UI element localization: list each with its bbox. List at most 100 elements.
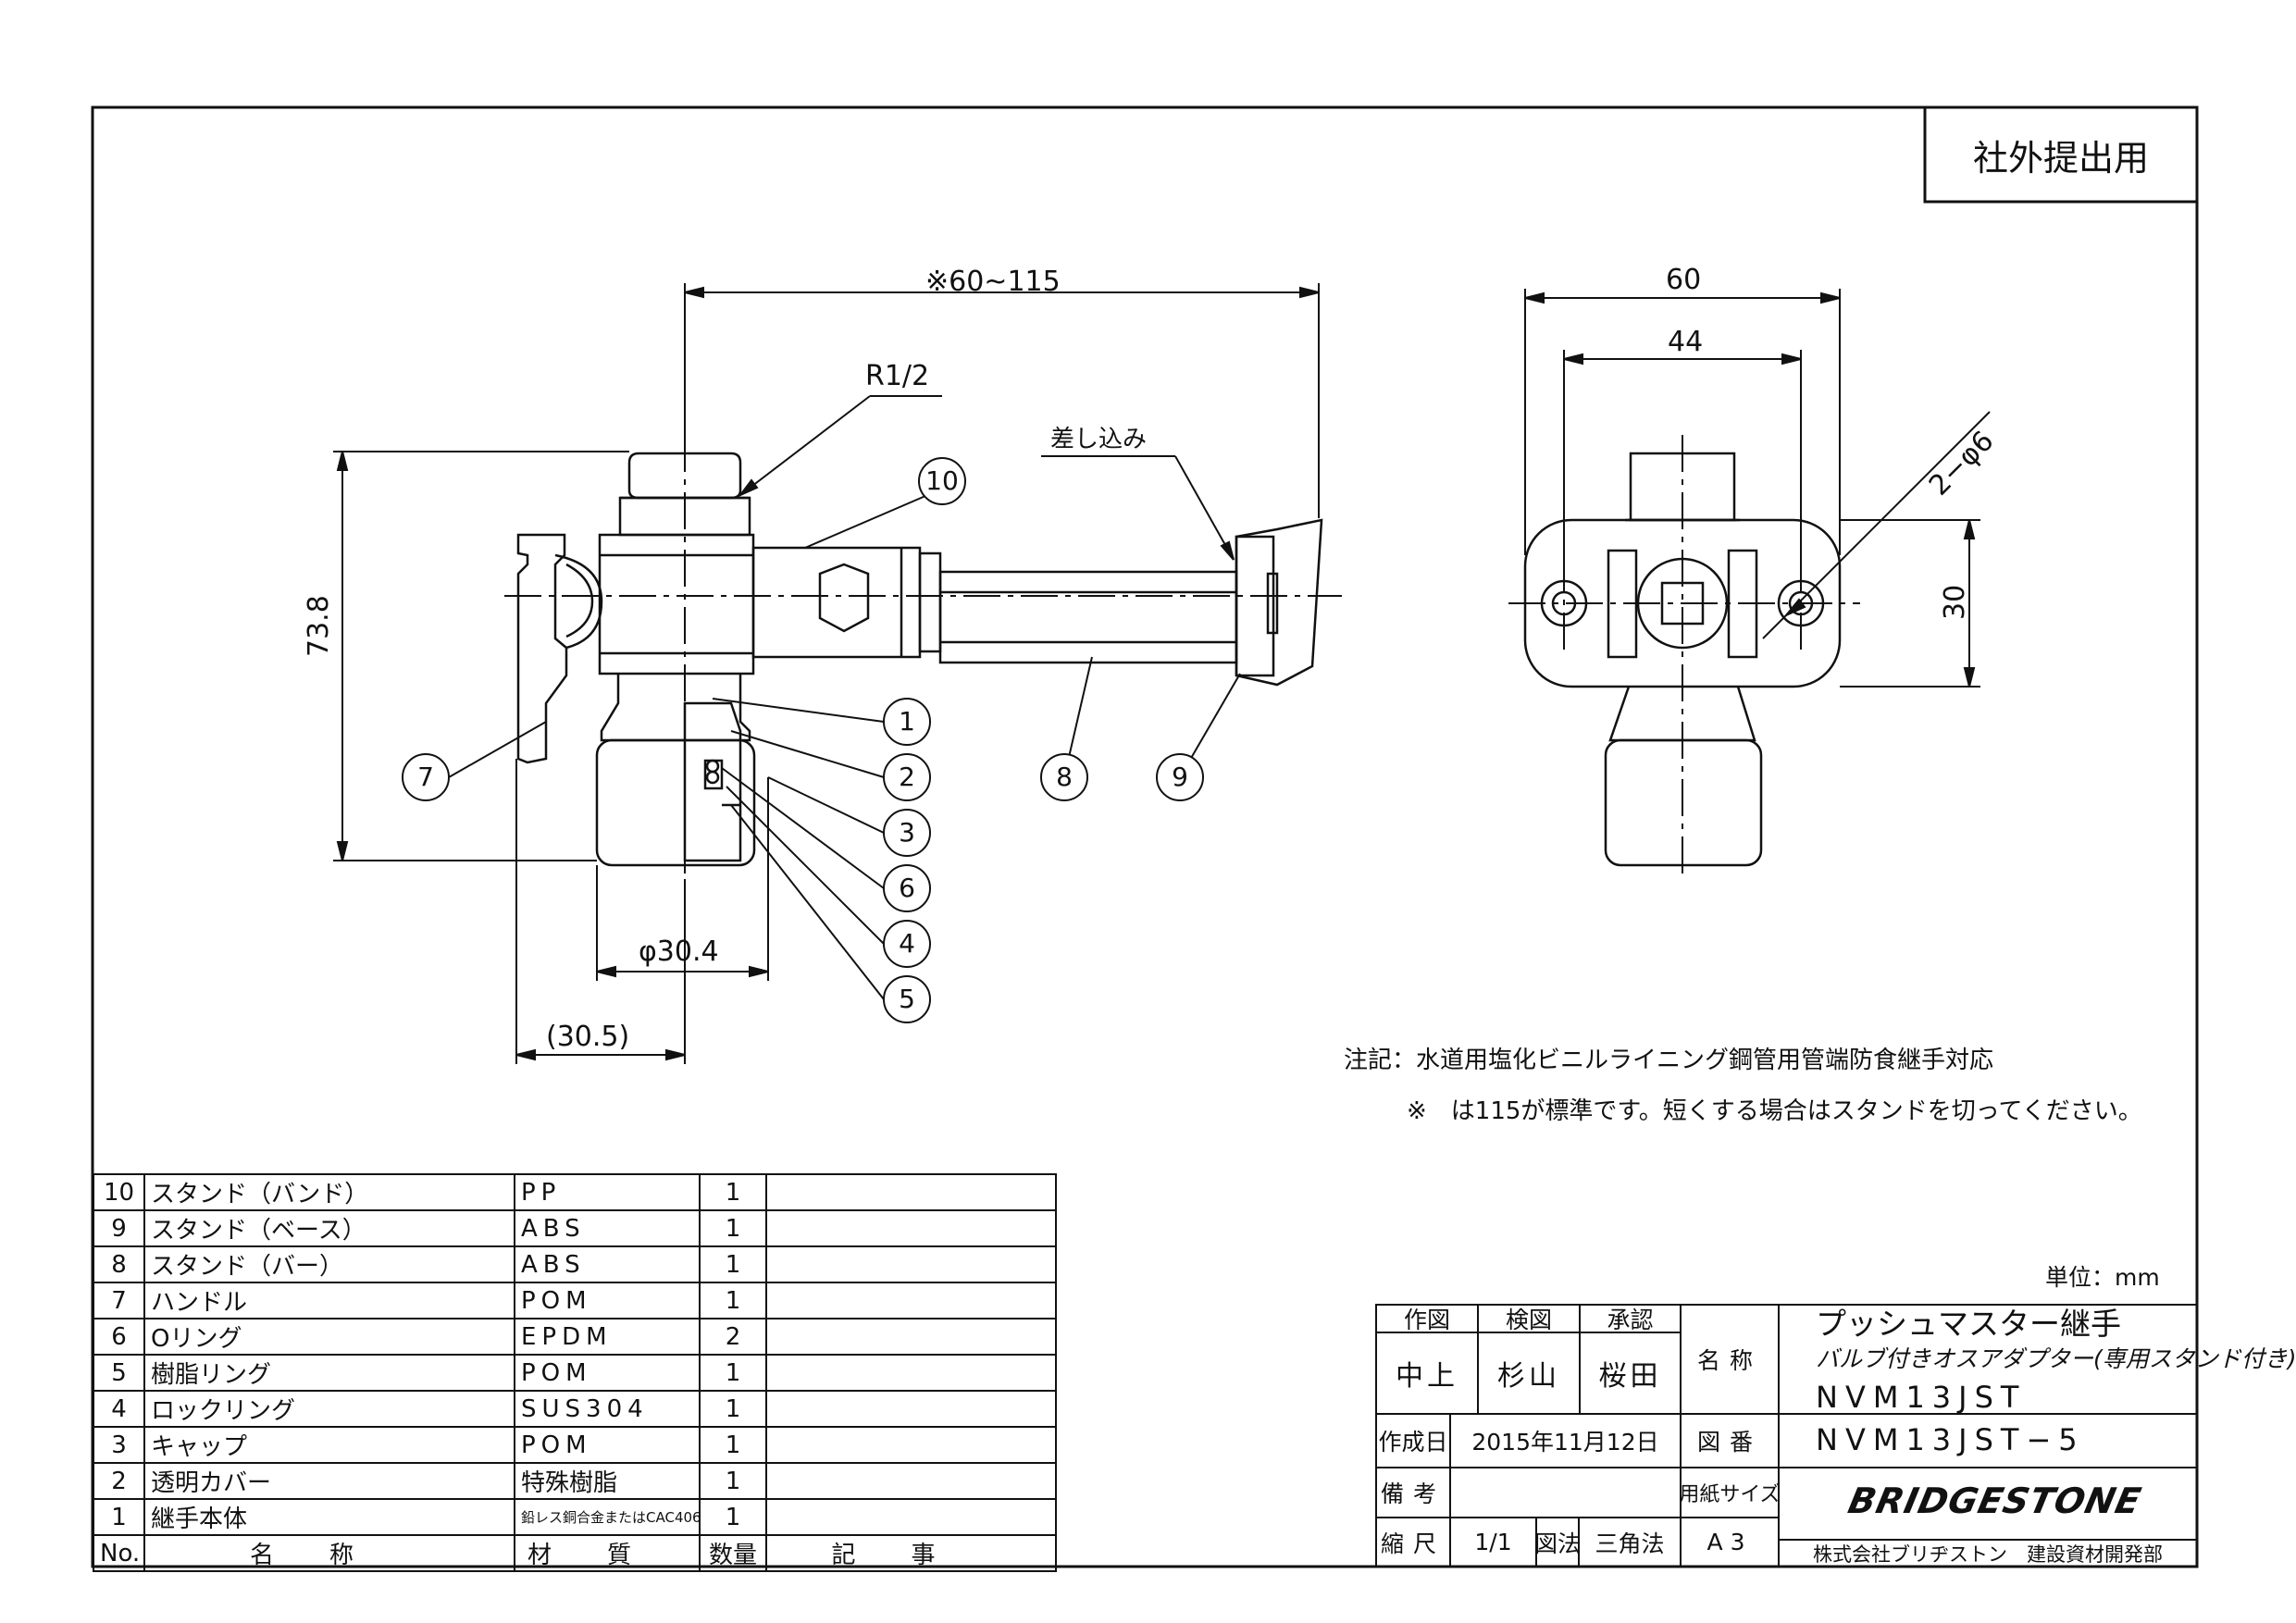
table-row: 10 スタンド（バンド） PP 1 — [93, 1173, 1057, 1211]
balloon-10: 10 — [925, 465, 959, 496]
tb-drawing-no-label: 図番 — [1696, 1429, 1762, 1456]
stamp-box — [1923, 105, 2199, 204]
part-material: POM — [514, 1426, 701, 1464]
part-remarks — [765, 1426, 1057, 1464]
part-no: 1 — [93, 1498, 145, 1536]
table-row: 9 スタンド（ベース） ABS 1 — [93, 1209, 1057, 1247]
balloon-4: 4 — [899, 928, 915, 959]
dim-hole-pitch: 44 — [1668, 326, 1704, 358]
balloon-1: 1 — [899, 706, 915, 737]
part-no: 5 — [93, 1354, 145, 1392]
balloon-8: 8 — [1056, 762, 1073, 792]
tb-approved-label: 承認 — [1607, 1307, 1654, 1333]
part-remarks — [765, 1245, 1057, 1283]
part-name: スタンド（バー） — [143, 1245, 515, 1283]
part-material: EPDM — [514, 1318, 701, 1356]
part-name: スタンド（ベース） — [143, 1209, 515, 1247]
tb-projection: 三角法 — [1595, 1530, 1665, 1557]
part-qty: 1 — [699, 1462, 767, 1500]
dim-depth: 30 — [1939, 584, 1971, 620]
table-row: 2 透明カバー 特殊樹脂 1 — [93, 1462, 1057, 1500]
tb-date-label: 作成日 — [1378, 1429, 1448, 1456]
part-name: Oリング — [143, 1318, 515, 1356]
balloon-2-circle — [883, 753, 931, 801]
dim-insert: 差し込み — [1050, 426, 1148, 453]
part-no: 8 — [93, 1245, 145, 1283]
part-name: スタンド（バンド） — [143, 1173, 515, 1211]
part-name: 継手本体 — [143, 1498, 515, 1536]
part-remarks — [765, 1390, 1057, 1428]
part-name: 透明カバー — [143, 1462, 515, 1500]
balloon-1-circle — [883, 698, 931, 746]
balloon-3-circle — [883, 809, 931, 857]
part-qty: 1 — [699, 1390, 767, 1428]
part-remarks — [765, 1462, 1057, 1500]
tb-drawing-no: NVM13JST−5 — [1816, 1422, 2085, 1457]
part-no: 7 — [93, 1282, 145, 1319]
part-no: 9 — [93, 1209, 145, 1247]
part-material: 鉛レス銅合金またはCAC406脱鉛処理 — [514, 1498, 701, 1536]
header-name: 名称 — [143, 1534, 515, 1572]
dim-diameter: φ30.4 — [639, 935, 719, 968]
tb-projection-label: 図法 — [1534, 1530, 1582, 1557]
note-line-2: ※ は115が標準です。短くする場合はスタンドを切ってください。 — [1407, 1097, 2142, 1125]
balloon-9-circle — [1156, 753, 1204, 801]
tb-remarks-label: 備考 — [1380, 1481, 1446, 1507]
front-centerlines — [504, 435, 1342, 879]
table-header-row: No. 名称 材質 数量 記事 — [93, 1534, 1057, 1572]
table-row: 3 キャップ POM 1 — [93, 1426, 1057, 1464]
tb-scale: 1/1 — [1474, 1529, 1512, 1555]
dim-thread: R1/2 — [865, 360, 930, 392]
part-material: POM — [514, 1282, 701, 1319]
balloon-5: 5 — [899, 984, 915, 1014]
part-material: 特殊樹脂 — [514, 1462, 701, 1500]
title-block-grid — [1375, 1304, 2198, 1567]
table-row: 1 継手本体 鉛レス銅合金またはCAC406脱鉛処理 1 — [93, 1498, 1057, 1536]
tb-scale-label: 縮尺 — [1380, 1530, 1446, 1557]
balloon-7-circle — [402, 753, 450, 801]
part-qty: 1 — [699, 1498, 767, 1536]
tb-model: NVM13JST — [1816, 1380, 2027, 1415]
balloon-6: 6 — [899, 873, 915, 903]
part-qty: 1 — [699, 1173, 767, 1211]
part-remarks — [765, 1209, 1057, 1247]
balloon-circles — [402, 457, 1204, 1023]
table-row: 5 樹脂リング POM 1 — [93, 1354, 1057, 1392]
balloon-6-circle — [883, 864, 931, 912]
part-remarks — [765, 1282, 1057, 1319]
header-material: 材質 — [514, 1534, 701, 1572]
part-material: POM — [514, 1354, 701, 1392]
part-material: ABS — [514, 1245, 701, 1283]
tb-paper-label: 用紙サイズ — [1679, 1483, 1781, 1506]
balloon-3: 3 — [899, 817, 915, 848]
part-name: 樹脂リング — [143, 1354, 515, 1392]
tb-name-label: 名称 — [1696, 1347, 1762, 1374]
dim-width-total: 60 — [1666, 264, 1702, 296]
tb-checked-by: 杉山 — [1497, 1360, 1560, 1393]
part-name: ハンドル — [143, 1282, 515, 1319]
part-qty: 1 — [699, 1209, 767, 1247]
part-no: 6 — [93, 1318, 145, 1356]
parts-table: 10 スタンド（バンド） PP 1 9 スタンド（ベース） ABS 1 8 スタ… — [93, 1173, 1057, 1572]
balloon-7: 7 — [417, 762, 434, 792]
header-qty: 数量 — [699, 1534, 767, 1572]
part-qty: 1 — [699, 1245, 767, 1283]
part-no: 4 — [93, 1390, 145, 1428]
dim-overall-length: ※60~115 — [925, 266, 1061, 298]
header-remarks: 記事 — [765, 1534, 1057, 1572]
tb-approved-by: 桜田 — [1598, 1360, 1662, 1393]
tb-drawn-by: 中上 — [1396, 1360, 1458, 1393]
balloon-2: 2 — [899, 762, 915, 792]
part-qty: 1 — [699, 1426, 767, 1464]
tb-product-name: プッシュマスター継手 — [1816, 1306, 2121, 1342]
table-row: 8 スタンド（バー） ABS 1 — [93, 1245, 1057, 1283]
balloon-8-circle — [1040, 753, 1088, 801]
unit-label: 単位：mm — [2045, 1264, 2160, 1291]
header-no: No. — [93, 1534, 145, 1572]
part-qty: 1 — [699, 1282, 767, 1319]
tb-company: 株式会社ブリヂストン 建設資材開発部 — [1813, 1542, 2163, 1566]
tb-checked-label: 検図 — [1505, 1307, 1552, 1333]
table-row: 6 Oリング EPDM 2 — [93, 1318, 1057, 1356]
sheet-border — [91, 105, 2199, 1568]
part-remarks — [765, 1173, 1057, 1211]
